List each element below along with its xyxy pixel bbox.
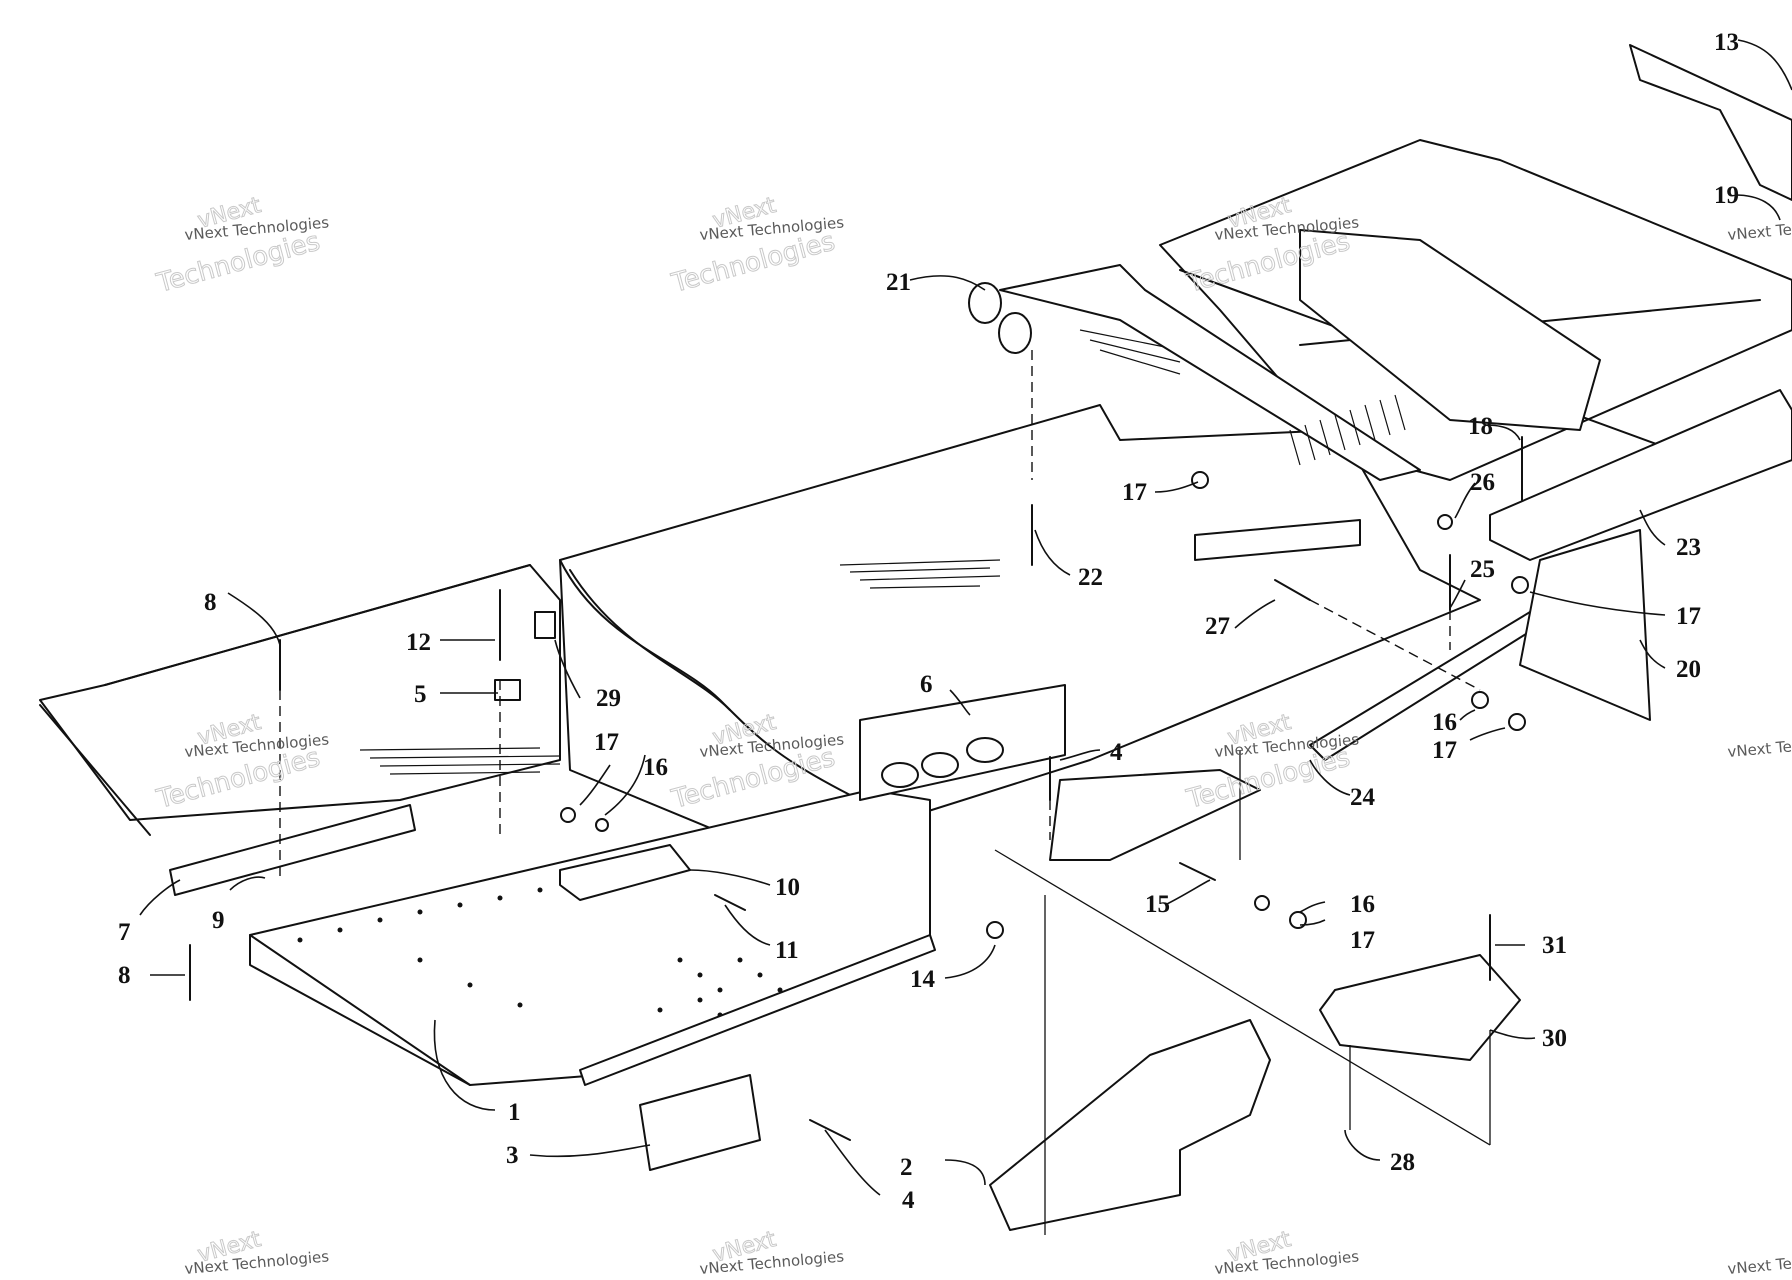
part-label-1: 1 [508,1099,521,1126]
part-label-16b: 16 [1350,891,1375,918]
part-label-4b: 4 [902,1187,915,1214]
svg-text:vNext Technologies: vNext Technologies [1727,730,1792,761]
part-label-17b: 17 [1122,479,1147,506]
watermark: vNext vNext Technologies Technologies [1183,709,1360,815]
part-label-26: 26 [1470,469,1495,496]
part-label-13: 13 [1714,29,1739,56]
part-label-15: 15 [1145,891,1170,918]
watermark: vNext vNext Technologies [699,1226,845,1278]
part-label-31: 31 [1542,932,1567,959]
part-label-8a: 8 [204,589,217,616]
part-label-16c: 16 [1432,709,1457,736]
part-label-28: 28 [1390,1149,1415,1176]
watermark: vNext Technologies [1727,1247,1792,1278]
part-label-16a: 16 [643,754,668,781]
part-label-7: 7 [118,919,131,946]
watermark: vNext Technologies [1727,730,1792,761]
part-label-9: 9 [212,907,225,934]
part-label-21: 21 [886,269,911,296]
part-label-12: 12 [406,629,431,656]
part-label-6: 6 [920,671,933,698]
part-label-14: 14 [910,966,936,993]
part-label-17d: 17 [1676,603,1701,630]
part-label-17e: 17 [1432,737,1457,764]
part-label-5: 5 [414,681,427,708]
part-label-18: 18 [1468,413,1493,440]
watermark: vNext vNext Technologies Technologies [668,192,845,299]
tunnel-assembly [39,329,1546,1086]
part-label-11: 11 [775,937,799,964]
svg-text:vNext Technologies: vNext Technologies [1727,1247,1792,1278]
part-labels: 1 2 3 4 4 5 6 7 8 8 9 10 11 12 13 14 15 … [118,29,1739,1214]
part-label-20: 20 [1676,656,1701,683]
part-label-4a: 4 [1110,739,1123,766]
watermark: vNext vNext Technologies [1214,1226,1360,1278]
part-label-30: 30 [1542,1025,1567,1052]
watermark: vNext Technologies [1727,213,1792,244]
part-label-10: 10 [775,874,800,901]
part-label-25: 25 [1470,556,1495,583]
part-label-2: 2 [900,1154,913,1181]
part-label-27: 27 [1205,613,1230,640]
part-label-17c: 17 [1350,927,1375,954]
part-label-3: 3 [506,1142,519,1169]
watermark: vNext vNext Technologies Technologies [153,192,330,299]
part-label-24: 24 [1350,784,1376,811]
small-parts [169,350,1529,1235]
svg-text:vNext Technologies: vNext Technologies [1727,213,1792,244]
part-label-23: 23 [1676,534,1701,561]
part-label-19: 19 [1714,182,1739,209]
part-label-17a: 17 [594,729,619,756]
part-label-29: 29 [596,685,621,712]
rear-frame-assembly [968,44,1792,721]
leader-lines [139,39,1792,1196]
part-label-22: 22 [1078,564,1103,591]
watermark: vNext vNext Technologies [184,1226,330,1278]
part-label-8b: 8 [118,962,131,989]
